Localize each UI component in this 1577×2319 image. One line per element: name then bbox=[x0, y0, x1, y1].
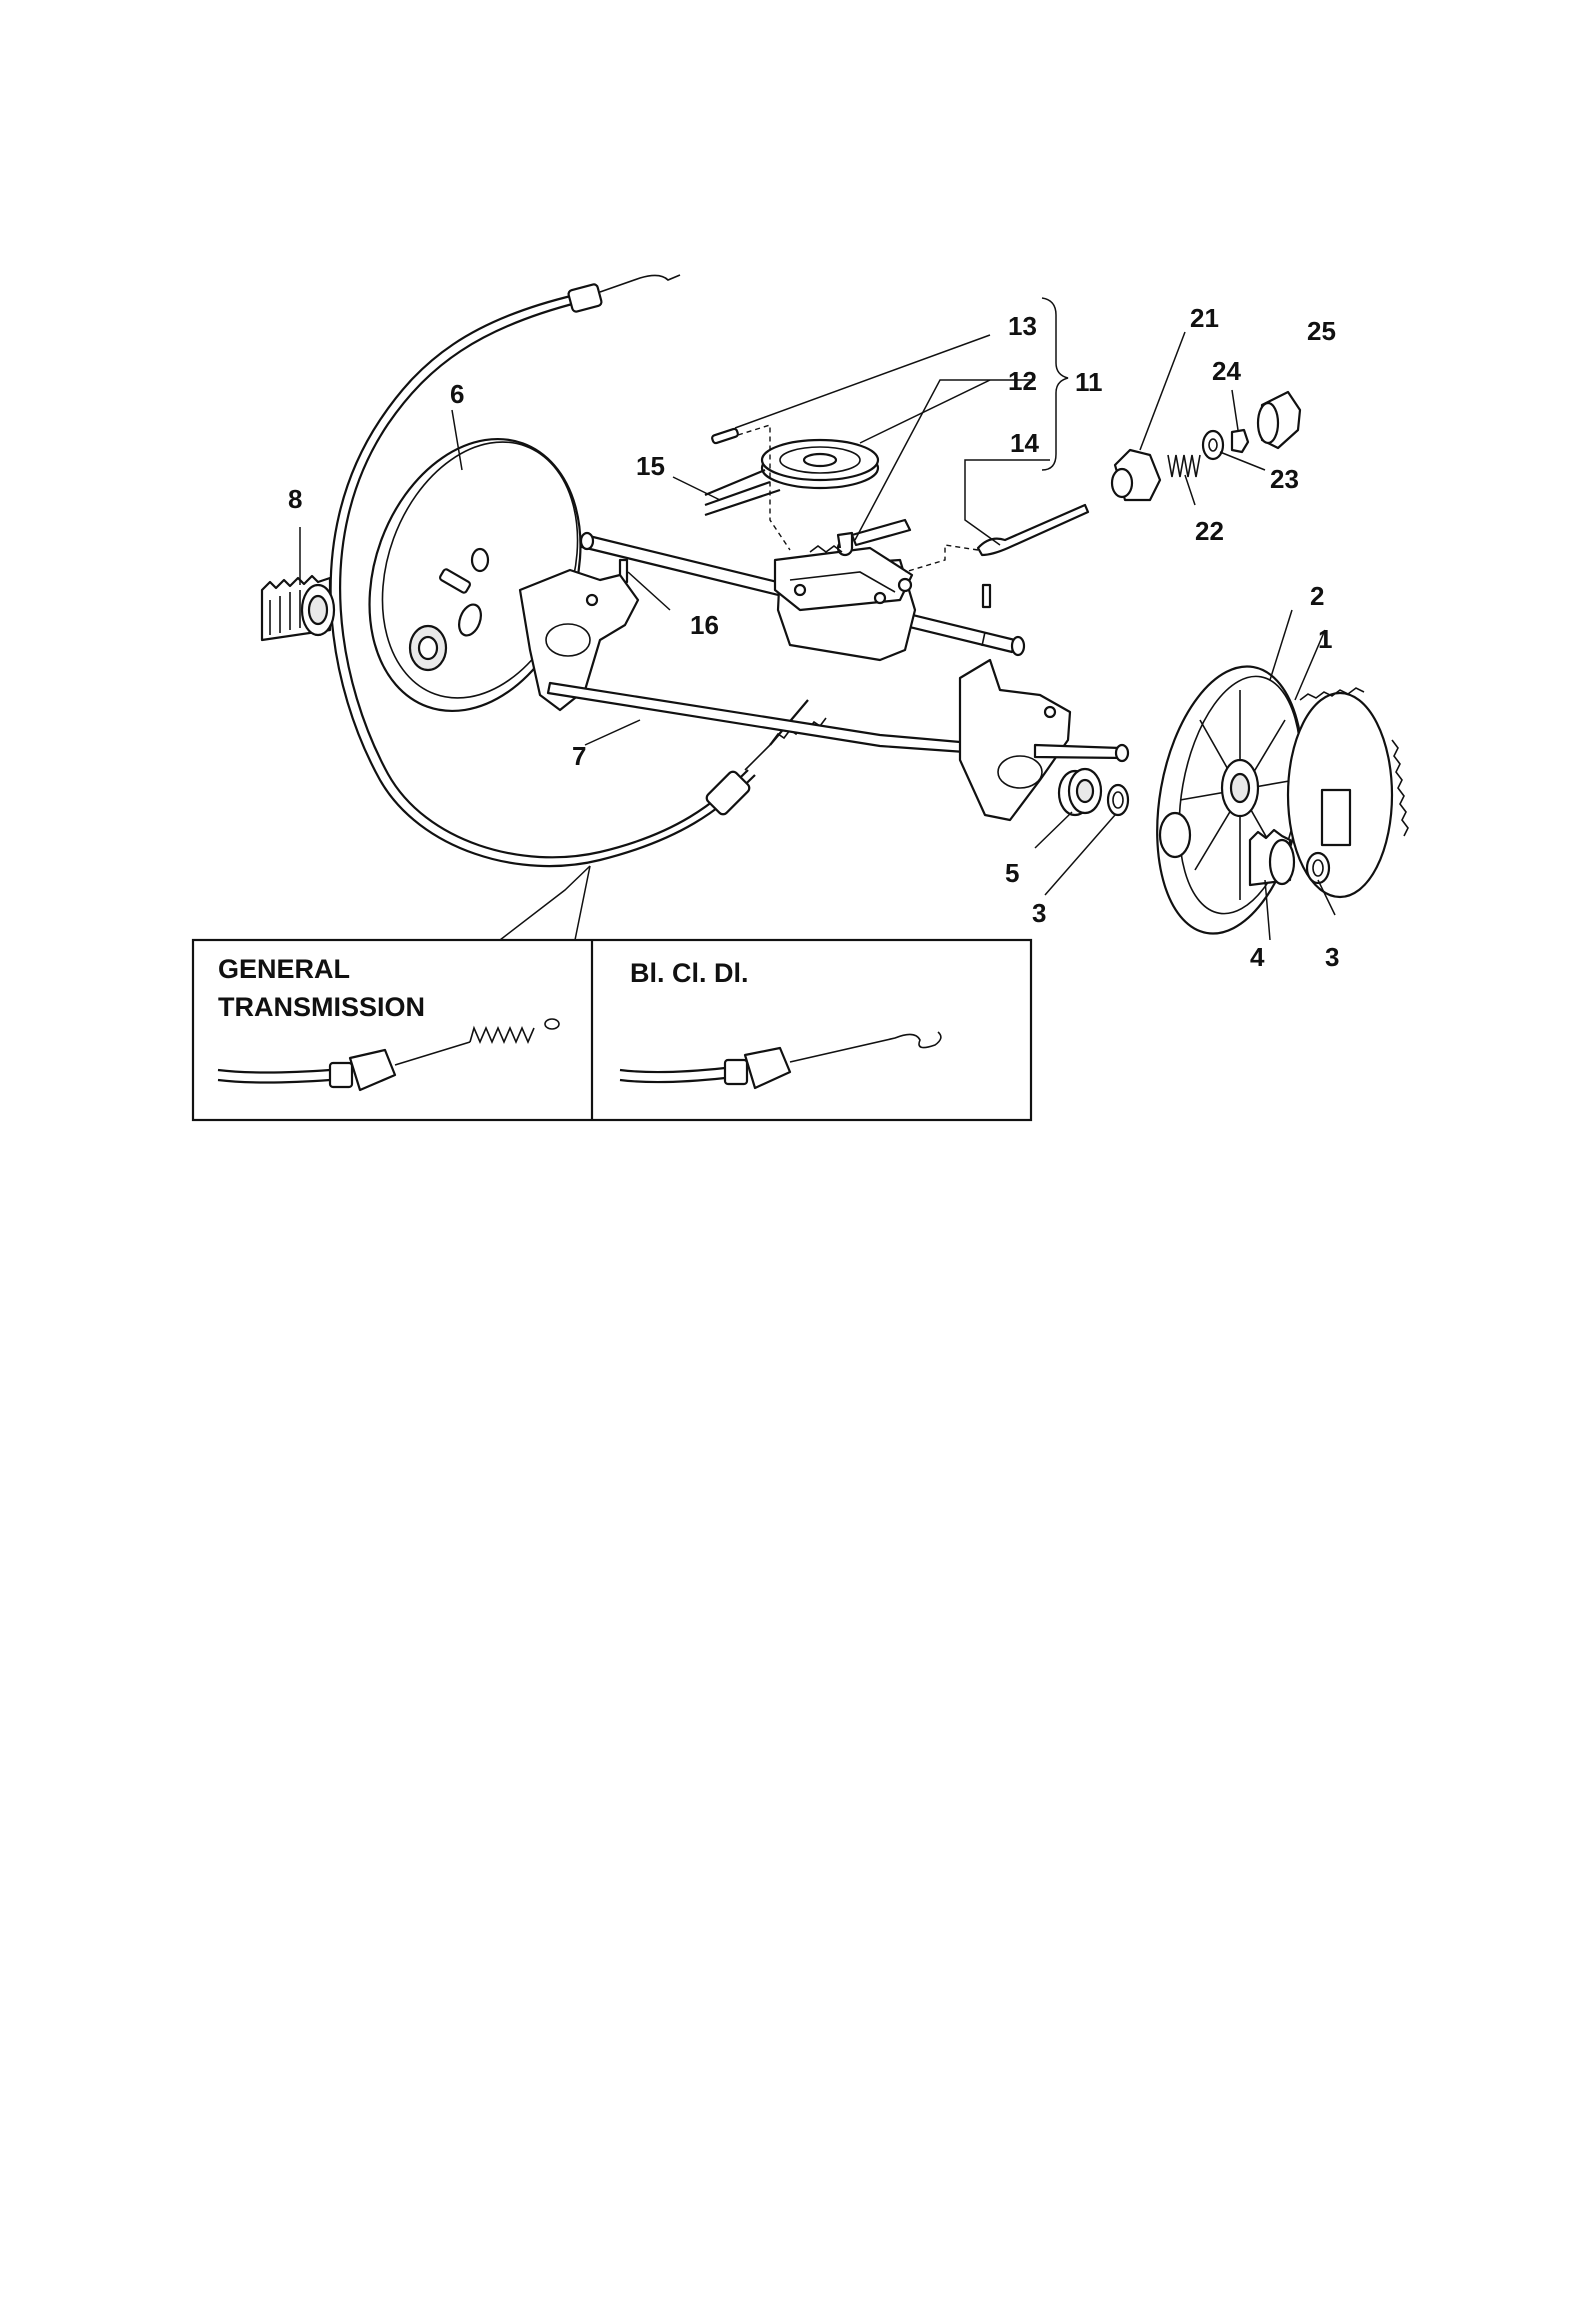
callout-2: 2 bbox=[1310, 581, 1324, 611]
bl-cl-dl-cable bbox=[619, 1031, 942, 1090]
leader-lines bbox=[299, 297, 1336, 941]
general-transmission-cable bbox=[217, 1018, 560, 1092]
roll-pin bbox=[981, 583, 992, 609]
tie-rod-7 bbox=[546, 681, 967, 754]
washer-3b bbox=[1305, 851, 1331, 885]
control-lever-14 bbox=[904, 503, 1090, 573]
left-bracket bbox=[518, 568, 640, 712]
washer-3a bbox=[1106, 783, 1130, 817]
washer-23 bbox=[1201, 429, 1225, 461]
nut-24 bbox=[1230, 428, 1250, 454]
key-13 bbox=[711, 427, 739, 445]
callout-15: 15 bbox=[636, 451, 665, 481]
pinion-gear-4 bbox=[1248, 828, 1296, 887]
callout-4: 4 bbox=[1250, 942, 1265, 972]
callout-8: 8 bbox=[288, 484, 302, 514]
inset-frame bbox=[191, 938, 1033, 1122]
callout-21: 21 bbox=[1190, 303, 1219, 333]
pulley-12 bbox=[760, 438, 880, 490]
callout-23: 23 bbox=[1270, 464, 1299, 494]
inset-right-title: Bl. Cl. Dl. bbox=[630, 958, 749, 988]
cable-variant-inset: GENERAL TRANSMISSION Bl. Cl. Dl. bbox=[191, 865, 1033, 1122]
callout-labels: 13 12 11 14 15 16 6 8 7 21 25 24 23 22 2… bbox=[288, 303, 1339, 972]
callout-12: 12 bbox=[1008, 366, 1037, 396]
callout-5: 5 bbox=[1005, 858, 1019, 888]
callout-24: 24 bbox=[1212, 356, 1241, 386]
callout-6: 6 bbox=[450, 379, 464, 409]
callout-3a: 3 bbox=[1032, 898, 1046, 928]
cap-21 bbox=[1110, 448, 1162, 502]
callout-14: 14 bbox=[1010, 428, 1039, 458]
callout-11: 11 bbox=[1075, 367, 1103, 397]
callout-1: 1 bbox=[1318, 624, 1332, 654]
knob-25 bbox=[1256, 390, 1302, 450]
spring-22 bbox=[1167, 454, 1201, 478]
callout-22: 22 bbox=[1195, 516, 1224, 546]
callout-7: 7 bbox=[572, 741, 586, 771]
inset-left-title-line2: TRANSMISSION bbox=[218, 992, 425, 1022]
geared-bushing-8 bbox=[260, 574, 336, 642]
callout-25: 25 bbox=[1307, 316, 1336, 346]
callout-3b: 3 bbox=[1325, 942, 1339, 972]
callout-13: 13 bbox=[1008, 311, 1037, 341]
inset-left-title-line1: GENERAL bbox=[218, 954, 350, 984]
right-bracket bbox=[958, 658, 1130, 822]
drive-belt-15 bbox=[704, 468, 781, 517]
drive-gear-1 bbox=[1286, 687, 1409, 899]
callout-16: 16 bbox=[690, 610, 719, 640]
bearing-5 bbox=[1057, 767, 1103, 817]
gearbox-housing-11 bbox=[773, 518, 917, 662]
